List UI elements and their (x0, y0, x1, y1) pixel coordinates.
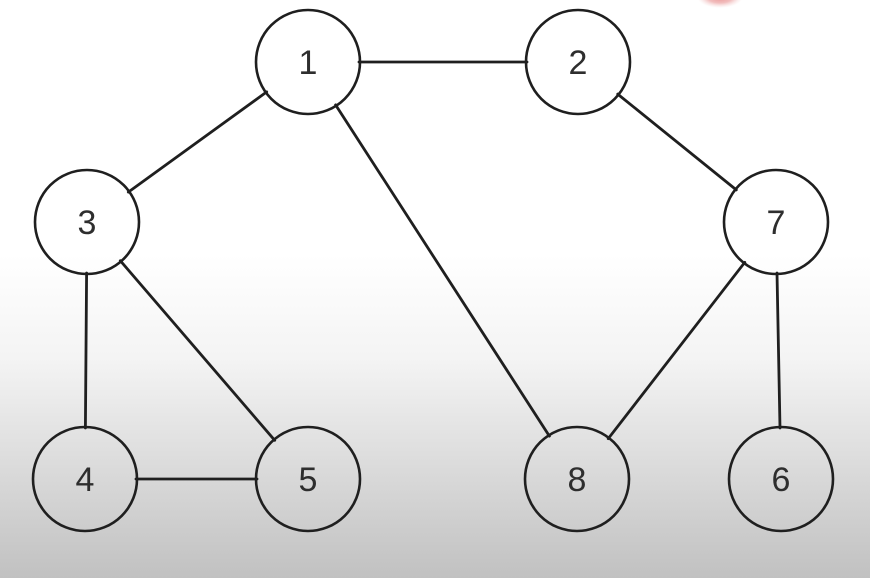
edge-3-5 (118, 259, 277, 442)
node-circle-8 (523, 425, 631, 533)
node-circle-4 (31, 425, 139, 533)
node-circle-6 (727, 425, 835, 533)
node-circle-5 (254, 425, 362, 533)
node-circle-3 (33, 168, 141, 276)
node-label-6: 6 (772, 461, 791, 499)
node-label-2: 2 (569, 44, 588, 82)
edges-layer (84, 60, 782, 481)
node-label-4: 4 (76, 461, 95, 499)
graph-node-5: 5 (254, 425, 362, 533)
nodes-layer: 1 2 3 7 4 5 8 6 (31, 8, 835, 533)
edge-1-8 (334, 103, 551, 438)
node-circle-2 (524, 8, 632, 116)
edge-7-6 (775, 271, 782, 430)
cursor-highlight-blob (697, 0, 743, 8)
node-circle-7 (722, 168, 830, 276)
graph-node-7: 7 (722, 168, 830, 276)
graph-node-8: 8 (523, 425, 631, 533)
edge-7-8 (606, 260, 747, 441)
edge-3-4 (84, 271, 88, 430)
node-label-5: 5 (299, 461, 318, 499)
edge-1-3 (126, 90, 269, 194)
graph-node-3: 3 (33, 168, 141, 276)
node-circle-1 (254, 8, 362, 116)
node-label-8: 8 (568, 461, 587, 499)
edge-2-7 (616, 92, 738, 192)
graph-node-6: 6 (727, 425, 835, 533)
graph-node-4: 4 (31, 425, 139, 533)
graph-node-2: 2 (524, 8, 632, 116)
node-label-3: 3 (78, 204, 97, 242)
graph-node-1: 1 (254, 8, 362, 116)
node-label-7: 7 (767, 204, 786, 242)
node-label-1: 1 (299, 44, 318, 82)
